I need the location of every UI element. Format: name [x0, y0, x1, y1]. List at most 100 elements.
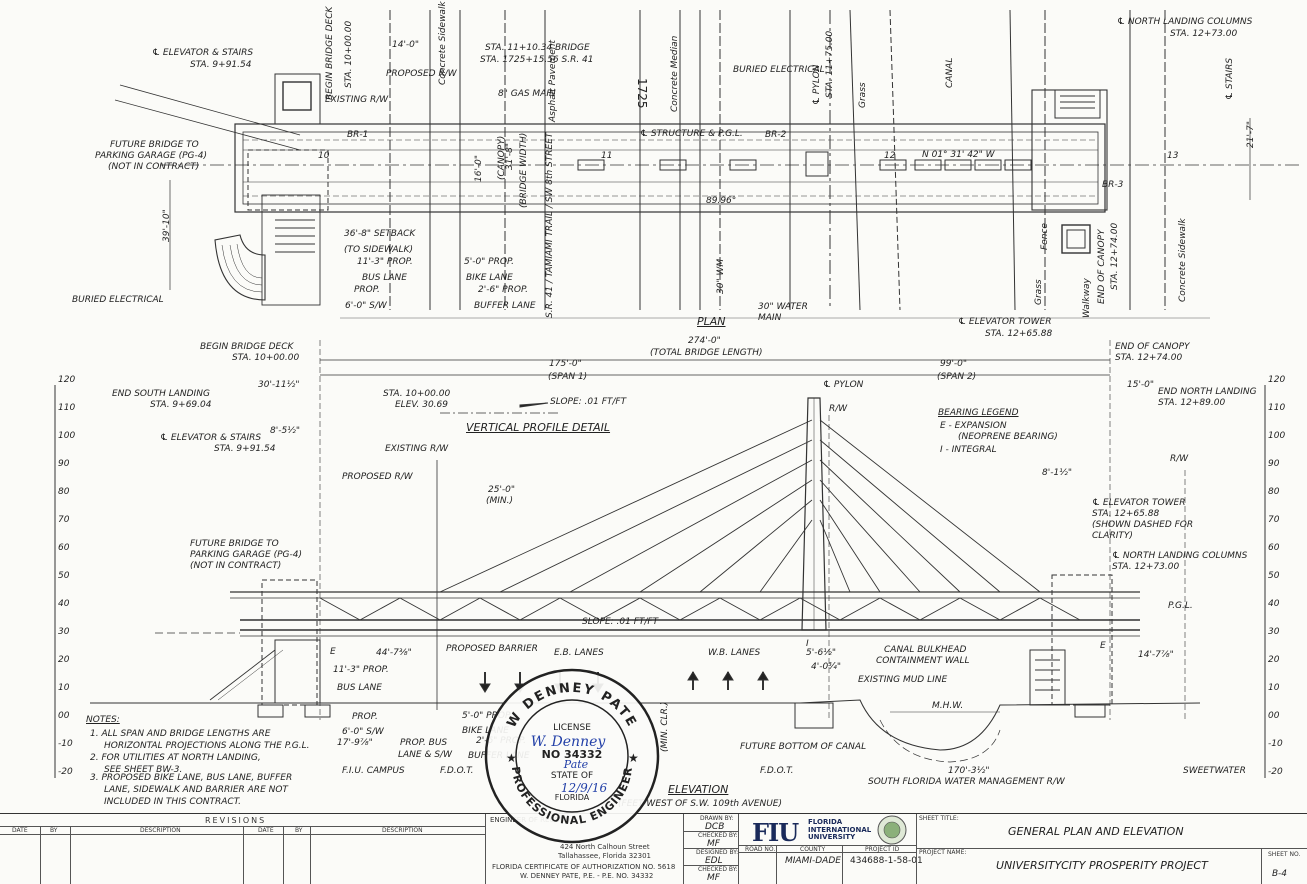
fiu-logo: FIU [752, 818, 799, 847]
elev-shown-dashed: (SHOWN DASHED FOR [1092, 520, 1194, 530]
plan-fence: Fence [1040, 223, 1050, 250]
pe: W. DENNEY PATE, P.E. - P.E. NO. 34332 [520, 872, 654, 880]
elev-prop11: 11'-3" PROP. [333, 665, 389, 675]
plan-n11: 11 [601, 151, 613, 161]
elev-prop: PROP. [352, 712, 378, 722]
plan-north-cols: ℄ NORTH LANDING COLUMNS [1117, 17, 1253, 27]
elev-i1: I [806, 639, 809, 649]
plan-br1: BR-1 [347, 130, 369, 140]
road-no-label: ROAD NO. [745, 846, 776, 853]
elev-rw: R/W [829, 404, 848, 414]
sheet-title-label: SHEET TITLE: [919, 815, 959, 822]
sheet-no: B-4 [1272, 869, 1287, 879]
fdot-seal-icon [877, 815, 907, 845]
plan-w31: 31'-8" [505, 142, 515, 170]
elev-north-cols-sta: STA. 12+73.00 [1112, 562, 1180, 572]
elev-eb-lanes: E.B. LANES [554, 648, 604, 658]
plan-bridge-width: (BRIDGE WIDTH) [519, 132, 529, 208]
elev-elev-tower-sta: STA. 12+65.88 [1092, 509, 1160, 519]
plan-elev-stairs-sta: STA. 9+91.54 [190, 60, 252, 70]
svg-text:★: ★ [506, 751, 517, 765]
plan-br2: BR-2 [765, 130, 787, 140]
elev-sw6: 6'-0" S/W [342, 727, 384, 737]
elev-end-south-sta: STA. 9+69.04 [150, 400, 212, 410]
elev-total-len: 274'-0" [688, 336, 721, 346]
plan-grass2: Grass [1034, 279, 1044, 305]
project-id: 434688-1-58-01 [850, 856, 923, 866]
plan-stairs: ℄ STAIRS [1225, 57, 1235, 100]
seal-signature: W. Denney [531, 734, 607, 750]
elev-elev-tower: ℄ ELEVATOR TOWER [1092, 498, 1186, 508]
title-block: REVISIONS DATE BY DESCRIPTION DATE BY DE… [0, 813, 1307, 884]
drawing-linework [54, 9, 1300, 778]
plan-buried-elec2: BURIED ELECTRICAL [72, 295, 164, 305]
note-line: HORIZONTAL PROJECTIONS ALONG THE P.G.L. [104, 741, 310, 751]
elev-fiu-campus: F.I.U. CAMPUS [342, 766, 405, 776]
elev-dim40: 4'-0¾" [811, 662, 842, 672]
elev-slope2: SLOPE: .01 FT/FT [582, 617, 659, 627]
elev-dim85: 8'-5½" [270, 426, 301, 436]
elev-e2: E [1100, 641, 1106, 651]
sheet-no-label: SHEET NO. [1268, 851, 1301, 858]
notes-title: NOTES: [86, 715, 120, 725]
elev-span1-lbl: (SPAN 1) [548, 372, 588, 382]
plan-bus-lane: BUS LANE [362, 273, 407, 283]
elev-total-len-lbl: (TOTAL BRIDGE LENGTH) [650, 348, 763, 358]
elev-subtitle: (FEET WEST OF S.W. 109th AVENUE) [618, 799, 782, 809]
plan-conc-sw2: Concrete Sidewalk [1178, 218, 1188, 302]
elevation-linework [54, 340, 1266, 778]
plan-wm-main: 30" WATER [758, 302, 808, 312]
elev-elev30: ELEV. 30.69 [395, 400, 448, 410]
elev-fdot: F.D.O.T. [440, 766, 474, 776]
plan-proposed-rw: PROPOSED R/W [386, 69, 457, 79]
plan-bearing: N 01° 31' 42" W [922, 150, 995, 160]
plan-to-sidewalk: (TO SIDEWALK) [344, 245, 413, 255]
elev-pylon: ℄ PYLON [823, 380, 864, 390]
plan-dim-14: 14'-0" [392, 40, 420, 50]
elev-dim-30: 30'-11½" [258, 380, 300, 390]
note-line: 3. PROPOSED BIKE LANE, BUS LANE, BUFFER [90, 773, 293, 783]
elev-parking: PARKING GARAGE (PG-4) [190, 550, 302, 560]
plan-structure-pgl: ℄ STRUCTURE & P.G.L. [640, 129, 743, 139]
elev-wb-lanes: W.B. LANES [708, 648, 761, 658]
plan-sta-1725: STA. 1725+15.56 S.R. 41 [480, 55, 594, 65]
plan-concrete-median: Concrete Median [670, 35, 680, 112]
plan-prop-11: 11'-3" PROP. [357, 257, 413, 267]
plan-pylon: ℄ PYLON [812, 64, 822, 105]
cert: FLORIDA CERTIFICATE OF AUTHORIZATION NO.… [492, 863, 676, 871]
plan-future-bridge: FUTURE BRIDGE TO [110, 140, 199, 150]
elev-end-south: END SOUTH LANDING [112, 389, 210, 399]
elev-dim44: 44'-7⅜" [376, 648, 412, 658]
elev-prop5: 5'-0" PROP. [462, 711, 512, 721]
plan-sw6: 6'-0" S/W [345, 301, 387, 311]
address-1: 424 North Calhoun Street [560, 843, 650, 851]
plan-dim-21: 21'-7" [1246, 120, 1256, 148]
note-line: LANE, SIDEWALK AND BARRIER ARE NOT [104, 785, 288, 795]
elev-existing-rw: EXISTING R/W [385, 444, 449, 454]
elev-sfwmd: SOUTH FLORIDA WATER MANAGEMENT R/W [868, 777, 1065, 787]
elev-begin-deck-sta: STA. 10+00.00 [232, 353, 300, 363]
plan-1725: 1725 [635, 78, 649, 109]
plan-existing-rw: EXISTING R/W [325, 95, 389, 105]
elev-span2: 99'-0" [940, 359, 968, 369]
elev-north-cols: ℄ NORTH LANDING COLUMNS [1112, 551, 1248, 561]
checked-by2-label: CHECKED BY: [698, 866, 738, 873]
plan-elev-tower-sta: STA. 12+65.88 [985, 329, 1053, 339]
elev-fdot2: F.D.O.T. [760, 766, 794, 776]
elev-containment: CONTAINMENT WALL [876, 656, 970, 666]
revisions-title: REVISIONS [205, 816, 267, 825]
plan-ang: 89.96° [706, 196, 737, 206]
elev-min: (MIN.) [486, 496, 514, 506]
drawn-by: DCB [705, 822, 725, 832]
seal-state: STATE OF [551, 771, 593, 781]
drawn-by-label: DRAWN BY: [700, 815, 734, 822]
county: MIAMI-DADE [785, 856, 841, 866]
rev-col-by: BY [50, 827, 58, 834]
note-line: 2. FOR UTILITIES AT NORTH LANDING, [90, 753, 261, 763]
elev-end-canopy-sta: STA. 12+74.00 [1115, 353, 1183, 363]
project-name-label: PROJECT NAME: [919, 849, 967, 856]
elev-vpd: VERTICAL PROFILE DETAIL [466, 421, 611, 434]
plan-not-contract: (NOT IN CONTRACT) [108, 162, 200, 172]
elev-end-north: END NORTH LANDING [1158, 387, 1257, 397]
elev-proposed-rw: PROPOSED R/W [342, 472, 413, 482]
